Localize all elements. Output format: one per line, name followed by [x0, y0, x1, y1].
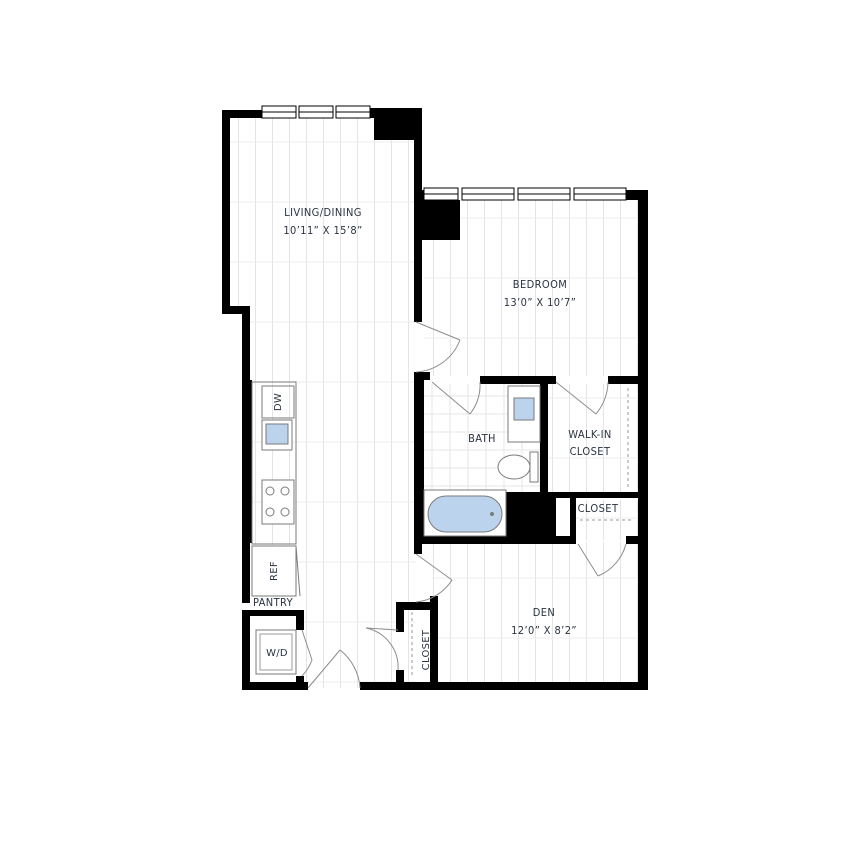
walls: [222, 108, 648, 690]
den-floor: [432, 542, 638, 688]
vanity-sink-icon: [513, 397, 535, 421]
room-size-den: 12’0” X 8’2”: [511, 624, 577, 637]
burner-icon: [280, 486, 290, 496]
door-bath: [431, 381, 481, 415]
room-size-bedroom: 13’0” X 10’7”: [504, 296, 577, 309]
door-bedroom: [415, 321, 461, 373]
room-size-living: 10’11” X 15’8”: [283, 224, 362, 237]
burner-icon: [265, 486, 275, 496]
burner-icon: [280, 507, 290, 517]
room-name-bedroom: BEDROOM: [513, 278, 567, 291]
refrigerator-icon: [251, 545, 297, 597]
cooktop-icon: [261, 479, 295, 525]
sink-basin: [265, 423, 289, 445]
door-wd: [301, 629, 313, 677]
burner-icon: [265, 507, 275, 517]
room-name-living: LIVING/DINING: [284, 206, 362, 219]
walkin-floor: [548, 384, 638, 492]
room-name-bath: BATH: [468, 432, 496, 445]
windows: [261, 105, 627, 201]
room-name-closet-den: CLOSET: [421, 629, 432, 670]
kitchen: [251, 381, 301, 675]
washer-dryer-icon: [255, 629, 297, 675]
door-closet-den: [365, 627, 399, 671]
labels: LIVING/DINING 10’11” X 15’8” BEDROOM 13’…: [253, 206, 619, 670]
tub-basin-icon: [427, 495, 503, 533]
counter: [251, 381, 297, 545]
room-name-walkin-2: CLOSET: [570, 445, 611, 458]
room-name-pantry: PANTRY: [253, 596, 294, 609]
closet-details: [411, 388, 634, 676]
tub-drain-icon: [490, 512, 494, 516]
door-walkin: [555, 381, 609, 415]
dishwasher-label: DW: [273, 393, 284, 411]
room-name-walkin-1: WALK-IN: [568, 428, 612, 441]
room-name-den: DEN: [533, 606, 555, 619]
living-floor: [230, 118, 416, 310]
door-closet-upper: [577, 543, 627, 577]
door-entry: [307, 649, 361, 689]
toilet-tank-icon: [529, 451, 539, 483]
bath-fixtures: [423, 385, 541, 537]
room-name-closet-upper: CLOSET: [578, 502, 619, 515]
refrigerator-label: REF: [269, 561, 280, 581]
door-den: [415, 553, 453, 603]
doors: [301, 321, 627, 689]
toilet-bowl-icon: [497, 454, 531, 480]
dishwasher-box: [261, 385, 295, 419]
washer-dryer-label: W/D: [266, 648, 288, 659]
